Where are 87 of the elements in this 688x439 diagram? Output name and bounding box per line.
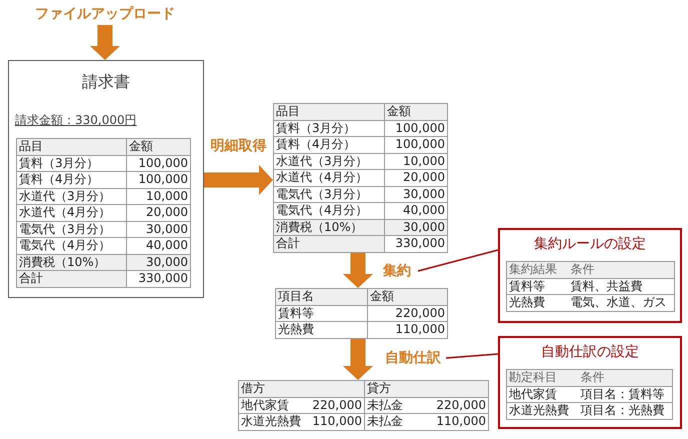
table-cell: 未払金 [364,414,426,430]
panel-title: 集約ルールの設定 [534,236,646,253]
table-cell: 賃料（3月分） [274,120,384,136]
table-cell: 電気代（4月分） [274,202,384,219]
table-cell: 賃料等 [276,305,368,322]
table-cell: 賃料等 [506,278,568,294]
step-label: 自動仕訳 [380,348,446,368]
table-header-cell: 金額 [368,288,448,305]
table-cell: 消費税（10%） [16,254,126,270]
table-cell: 地代家賃 [238,397,306,414]
table-cell: 10,000 [126,188,190,204]
billing-amount-line: 請求金額：330,000円 [15,113,137,128]
block-arrow [343,252,373,288]
table-cell: 地代家賃 [506,386,578,402]
table-cell: 110,000 [368,322,448,338]
table-cell: 220,000 [426,397,488,414]
table-cell: 電気代（4月分） [16,238,126,254]
table-cell: 水道代（3月分） [16,188,126,204]
table-cell: 水道代（3月分） [274,153,384,170]
table-cell: 合計 [274,236,384,252]
table-cell: 40,000 [126,238,190,254]
table-cell: 100,000 [384,120,448,136]
table-cell: 消費税（10%） [274,219,384,236]
table-cell: 項目名：賃料等 [578,386,672,402]
table-header-cell: 金額 [384,104,448,120]
table-header-cell: 貸方 [364,380,488,397]
settings-panel [498,228,682,323]
table-header-cell: 勘定科目 [506,370,578,386]
table-cell: 項目名：光熱費 [578,402,672,419]
table-cell: 水道光熱費 [238,414,306,430]
table-cell: 水道代（4月分） [274,170,384,186]
table-cell: 賃料（4月分） [274,136,384,153]
table-header-cell: 借方 [238,380,364,397]
table-cell: 20,000 [126,204,190,221]
data-table [16,138,191,288]
table-cell: 賃料（4月分） [16,172,126,188]
table-header-cell: 項目名 [276,288,368,305]
table-cell: 光熱費 [506,294,568,311]
table-header-cell: 条件 [568,262,674,278]
table-header-cell: 品目 [274,104,384,120]
table-cell: 100,000 [126,172,190,188]
document-title: 請求書 [82,72,130,91]
table-cell: 未払金 [364,397,426,414]
settings-panel [498,336,682,429]
table-cell: 30,000 [384,219,448,236]
table-cell: 110,000 [306,414,364,430]
table-cell: 電気、水道、ガス [568,294,674,311]
table-cell: 30,000 [126,254,190,270]
invoice-document [8,60,204,298]
data-table [506,369,673,420]
table-cell: 30,000 [126,221,190,238]
data-table [238,380,489,430]
table-cell: 220,000 [306,397,364,414]
table-cell: 220,000 [368,305,448,322]
block-arrow [343,338,373,380]
leader-line [446,353,498,359]
table-header-cell: 集約結果 [506,262,568,278]
table-cell: 30,000 [384,186,448,202]
panel-title: 自動仕訳の設定 [541,344,639,361]
edge-label: 明細取得 [208,137,268,155]
table-header-cell: 品目 [16,138,126,155]
block-arrow [204,165,273,195]
step-label: 集約 [376,261,418,281]
leader-line [418,249,498,272]
table-header-cell: 条件 [578,370,672,386]
table-cell: 330,000 [384,236,448,252]
data-table [275,288,448,338]
data-table [506,261,675,312]
table-cell: 10,000 [384,153,448,170]
step-label: ファイルアップロード [30,3,180,25]
table-cell: 電気代（3月分） [274,186,384,202]
table-cell: 賃料、共益費 [568,278,674,294]
table-cell: 水道代（4月分） [16,204,126,221]
table-cell: 20,000 [384,170,448,186]
table-cell: 110,000 [426,414,488,430]
table-cell: 水道光熱費 [506,402,578,419]
table-cell: 100,000 [126,155,190,172]
table-header-cell: 金額 [126,138,190,155]
table-cell: 電気代（3月分） [16,221,126,238]
block-arrow [90,25,120,60]
table-cell: 330,000 [126,270,190,287]
table-cell: 100,000 [384,136,448,153]
table-cell: 40,000 [384,202,448,219]
table-cell: 合計 [16,270,126,287]
table-cell: 光熱費 [276,322,368,338]
data-table [273,103,448,252]
table-cell: 賃料（3月分） [16,155,126,172]
